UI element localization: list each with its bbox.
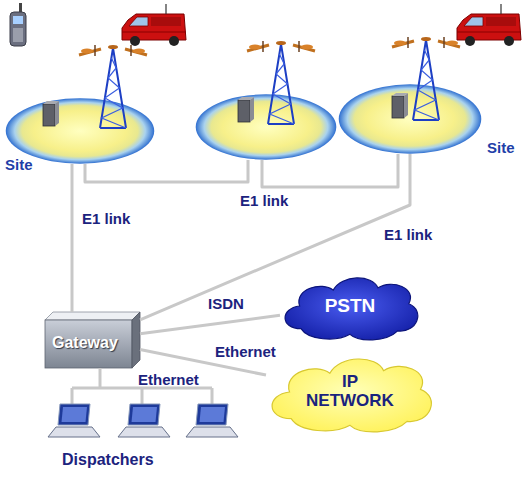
e1-link-line — [99, 368, 102, 388]
laptop-icon — [186, 404, 238, 437]
e1-link-line — [71, 164, 74, 312]
radio-tower — [247, 41, 315, 124]
cloud-shape — [285, 278, 418, 340]
cloud-label: PSTN — [325, 296, 376, 317]
site-coverage: Site — [338, 84, 482, 154]
gateway-front — [45, 320, 132, 368]
site-ellipse — [339, 84, 482, 153]
phone-body — [10, 12, 26, 46]
link-label: E1 link — [82, 210, 130, 227]
lan-wire — [72, 388, 212, 404]
site-outline — [338, 84, 482, 154]
gateway-side — [132, 312, 140, 368]
base-station-cabinet — [392, 93, 408, 118]
radio-tower — [79, 45, 147, 128]
dispatchers-label: Dispatchers — [62, 451, 154, 469]
van-icon — [122, 4, 186, 46]
link-label: Ethernet — [215, 343, 276, 360]
e1-link-line — [85, 160, 248, 182]
laptop-icon — [48, 404, 100, 437]
site-coverage: Site — [5, 98, 155, 164]
site-ellipse — [196, 94, 337, 159]
site-label: Site — [5, 157, 33, 174]
gateway-top — [45, 312, 140, 320]
phone-keypad — [13, 28, 23, 42]
e1-link-line — [140, 315, 280, 333]
phone-antenna — [19, 3, 22, 14]
link-label: E1 link — [240, 192, 288, 209]
dispatcher-group: Dispatchers — [55, 388, 245, 474]
e1-link-line — [262, 154, 398, 187]
site-coverage — [195, 94, 337, 160]
radio-tower — [392, 37, 460, 120]
phone-screen — [13, 16, 23, 24]
link-label: E1 link — [384, 226, 432, 243]
gateway-box: Gateway — [45, 312, 140, 368]
site-label: Site — [487, 140, 515, 157]
gateway-label: Gateway — [52, 334, 118, 352]
phone-icon — [10, 3, 26, 46]
link-label: Ethernet — [138, 371, 199, 388]
link-label: ISDN — [208, 295, 244, 312]
cloud-label: IP NETWORK — [302, 373, 398, 410]
base-station-cabinet — [238, 97, 254, 122]
network-cloud: PSTN — [280, 272, 420, 340]
network-cloud: IP NETWORK — [266, 352, 434, 432]
base-station-cabinet — [43, 101, 59, 126]
cloud-shape — [272, 359, 431, 432]
e1-link-line — [140, 154, 410, 320]
van-icon — [457, 4, 521, 46]
laptop-icon — [118, 404, 170, 437]
site-ellipse — [6, 98, 155, 163]
site-outline — [5, 98, 155, 164]
site-outline — [195, 94, 337, 160]
